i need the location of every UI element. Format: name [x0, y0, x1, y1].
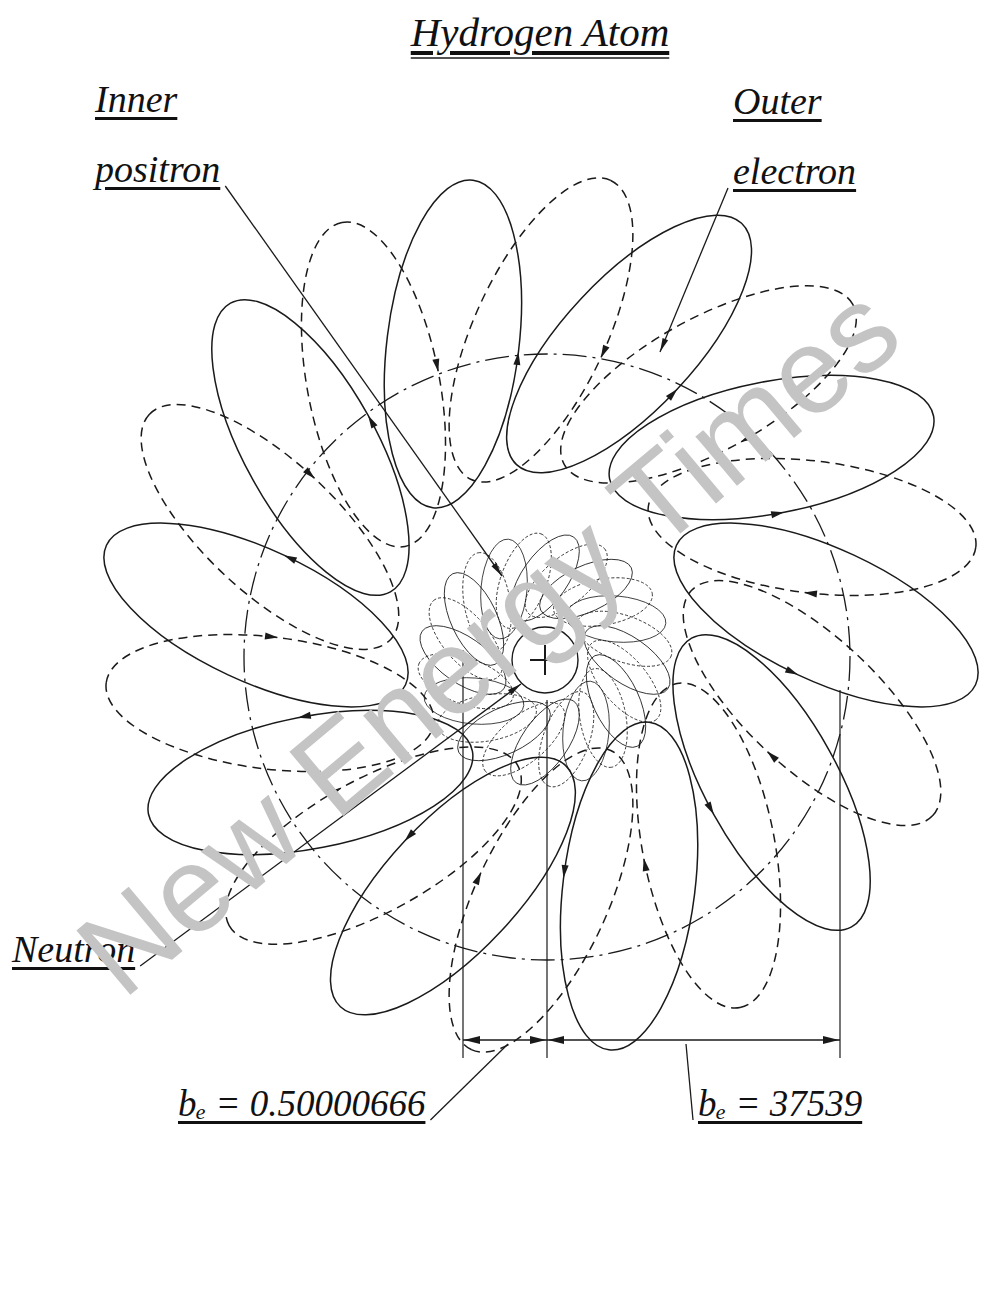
outer-orbit [634, 606, 909, 959]
outer-arrowhead [284, 555, 297, 564]
leader-line [430, 1044, 508, 1120]
outer-arrowhead [513, 352, 520, 365]
outer-orbit [173, 271, 448, 624]
part-label: Outer electron [733, 66, 923, 206]
outer-arrowhead [562, 865, 569, 878]
outer-arrowhead [601, 345, 610, 358]
leader-arrowhead [660, 338, 668, 352]
outer-arrowhead [771, 511, 784, 518]
leader-line [660, 188, 728, 352]
extension-line [546, 700, 547, 1058]
outer-arrowhead [368, 415, 377, 428]
outer-orbit [543, 714, 714, 1058]
dimension-arrowhead [530, 1036, 546, 1044]
leader-line [686, 1044, 693, 1120]
watermark: New Energy Times [57, 264, 920, 1016]
dimension-arrowhead [548, 1036, 564, 1044]
inner-orbit [572, 665, 635, 771]
outer-orbit [411, 723, 670, 1078]
inner-orbit [574, 646, 658, 756]
dimension-arrowhead [823, 1036, 839, 1044]
dimension-lines [463, 1036, 840, 1044]
dimension-arrowhead [464, 1036, 480, 1044]
outer-arrowhead [804, 591, 817, 598]
title-double-underline [411, 57, 670, 59]
outer-orbit [367, 172, 538, 516]
outer-arrowhead [405, 829, 416, 841]
outer-arrowhead [767, 751, 779, 762]
inner-orbit [559, 679, 614, 783]
dimension-value: bₑ = 0.50000666 [178, 1080, 425, 1128]
outer-arrowhead [265, 633, 278, 640]
outer-orbit [612, 671, 805, 1020]
outer-arrowhead [432, 358, 439, 371]
inner-orbit [528, 684, 605, 794]
outer-arrowhead [666, 389, 677, 401]
outer-arrowhead [704, 801, 713, 814]
outer-orbit [277, 210, 470, 559]
leader-line [225, 186, 502, 576]
dimension-line [547, 1039, 840, 1040]
outer-arrowhead [785, 666, 798, 675]
dimension-value: bₑ = 37539 [698, 1080, 862, 1128]
outer-arrowhead [473, 872, 482, 885]
extension-line [839, 690, 840, 1058]
part-label: Inner positron [95, 64, 280, 204]
diagram-title: Hydrogen Atom [410, 6, 670, 58]
outer-arrowhead [643, 858, 650, 871]
